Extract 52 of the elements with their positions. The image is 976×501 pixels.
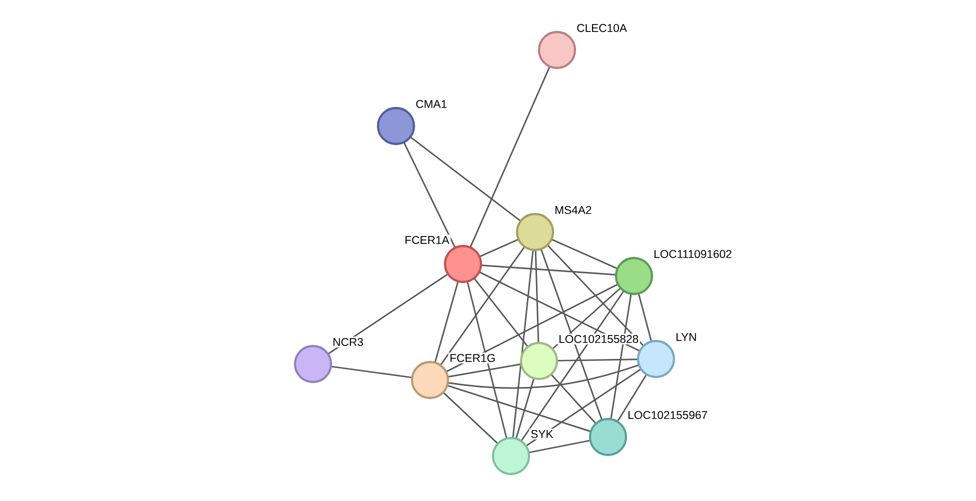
interaction-line	[546, 244, 644, 346]
interaction-line	[528, 440, 590, 454]
interaction-line	[328, 273, 448, 355]
protein-node	[410, 360, 450, 400]
interaction-line	[434, 281, 459, 363]
interaction-line	[478, 271, 640, 352]
protein-label: LOC102155828	[560, 335, 638, 343]
protein-node	[588, 418, 628, 456]
interaction-line	[556, 358, 638, 362]
protein-node	[492, 436, 530, 476]
protein-label: FCER1G	[450, 354, 495, 362]
interaction-line	[470, 66, 550, 248]
interaction-line	[448, 364, 640, 389]
interaction-line	[479, 238, 519, 258]
protein-label: NCR3	[334, 338, 363, 346]
protein-label: LYN	[676, 333, 696, 341]
interaction-line	[540, 248, 603, 420]
interaction-line	[512, 250, 534, 438]
protein-label: FCER1A	[406, 236, 450, 244]
protein-label: SYK	[531, 430, 554, 438]
protein-label: CLEC10A	[577, 24, 627, 32]
interaction-line	[474, 278, 528, 348]
interaction-line	[515, 378, 535, 439]
interaction-line	[446, 384, 592, 432]
interaction-line	[520, 290, 624, 442]
protein-node	[376, 106, 416, 146]
interaction-line	[448, 363, 522, 378]
protein-node	[444, 244, 482, 284]
interaction-line	[330, 366, 412, 378]
interaction-line	[480, 264, 616, 276]
protein-node	[520, 342, 558, 380]
interaction-line	[442, 392, 498, 444]
protein-node	[636, 340, 676, 378]
protein-node	[614, 256, 654, 296]
interaction-line	[410, 136, 522, 222]
protein-node	[294, 344, 332, 384]
interaction-line	[610, 294, 632, 420]
interaction-line	[638, 293, 652, 342]
protein-node	[516, 212, 554, 252]
interaction-line	[403, 142, 456, 248]
protein-label: LOC102155967	[628, 411, 708, 419]
interaction-line	[440, 246, 526, 366]
interaction-line	[446, 284, 618, 372]
interaction-line	[551, 238, 618, 270]
interaction-line	[466, 281, 508, 439]
protein-label: LOC111091602	[654, 250, 732, 258]
protein-label: CMA1	[416, 100, 447, 108]
interaction-line	[616, 374, 648, 422]
protein-label: MS4A2	[556, 206, 592, 214]
protein-node	[538, 30, 576, 70]
interaction-line	[534, 250, 540, 344]
interaction-line	[550, 374, 596, 424]
